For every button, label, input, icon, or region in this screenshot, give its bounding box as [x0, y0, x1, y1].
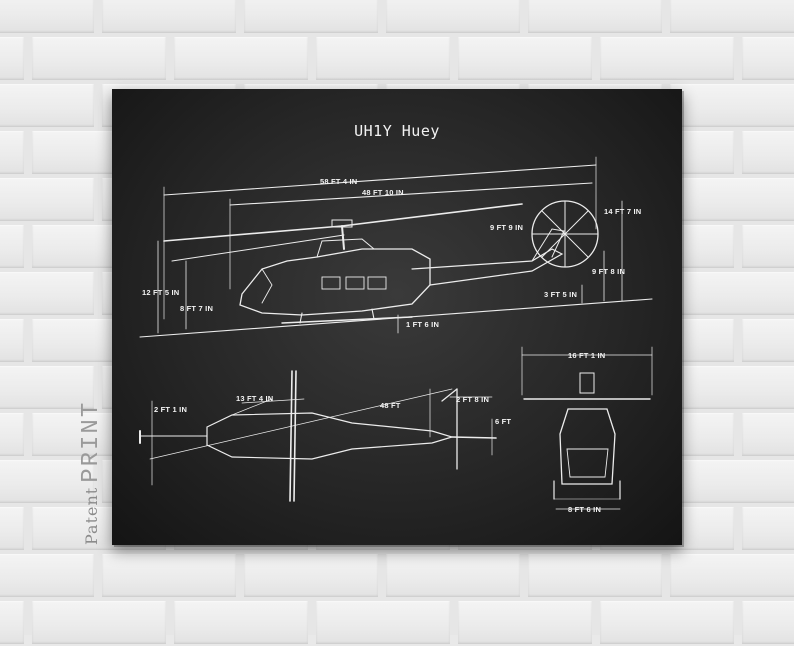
- dim-tail-rotor: 9 FT 9 IN: [490, 223, 524, 232]
- brick: [742, 225, 794, 268]
- brick: [670, 178, 794, 221]
- dim-tail-height: 9 FT 8 IN: [592, 267, 626, 276]
- brick: [174, 37, 308, 80]
- brick: [670, 460, 794, 503]
- brick: [670, 272, 794, 315]
- brick: [32, 601, 166, 644]
- brick: [0, 178, 94, 221]
- brick: [742, 131, 794, 174]
- dim-top-stabilizer: 6 FT: [495, 417, 512, 426]
- brick: [0, 460, 94, 503]
- brick-row: [0, 0, 794, 35]
- brick: [316, 601, 450, 644]
- brand-word-print: PRINT: [78, 400, 105, 483]
- brick: [742, 507, 794, 550]
- brick: [600, 37, 734, 80]
- brick: [0, 413, 24, 456]
- dim-front-rotor-width: 16 FT 1 IN: [568, 351, 606, 360]
- tail-boom: [411, 248, 564, 286]
- poster-title: UH1Y Huey: [354, 122, 440, 140]
- brick-row: [0, 599, 794, 646]
- overall-length-line: [163, 164, 597, 196]
- brand-logo: Patent PRINT: [78, 401, 105, 545]
- skid-side: [281, 316, 413, 324]
- brick: [670, 554, 794, 597]
- brick: [670, 84, 794, 127]
- fuselage-length-line: [229, 182, 593, 206]
- brick: [528, 554, 662, 597]
- brick: [458, 37, 592, 80]
- rotor-top: [289, 370, 293, 502]
- brick: [600, 601, 734, 644]
- dim-ground-clearance: 1 FT 6 IN: [406, 320, 440, 329]
- brick: [0, 0, 94, 33]
- brick-row: [0, 552, 794, 599]
- brick: [0, 225, 24, 268]
- dim-top-rotor-span: 13 FT 4 IN: [236, 394, 274, 403]
- brick-row: [0, 35, 794, 82]
- dim-top-tail-offset: 2 FT 8 IN: [456, 395, 490, 404]
- brick: [742, 413, 794, 456]
- brick: [0, 272, 94, 315]
- blueprint-poster: UH1Y Huey 58 FT 4 IN 48 FT 10 IN 9 FT 9 …: [112, 89, 682, 545]
- brick: [0, 319, 24, 362]
- brick: [670, 0, 794, 33]
- dim-rear-height: 3 FT 5 IN: [544, 290, 578, 299]
- brick: [0, 131, 24, 174]
- blueprint-drawing: [139, 156, 653, 510]
- brick: [0, 37, 24, 80]
- dim-hub-height: 12 FT 5 IN: [142, 288, 180, 297]
- brick: [174, 601, 308, 644]
- fuselage-top: [206, 412, 455, 460]
- brick: [386, 0, 520, 33]
- dim-total-height: 14 FT 7 IN: [604, 207, 642, 216]
- brick: [102, 0, 236, 33]
- fuselage-side: [239, 248, 431, 316]
- brick: [0, 84, 94, 127]
- brick: [670, 366, 794, 409]
- brick: [0, 601, 24, 644]
- brick: [244, 554, 378, 597]
- dim-front-skid-width: 8 FT 6 IN: [568, 505, 602, 514]
- brick: [244, 0, 378, 33]
- brick: [742, 37, 794, 80]
- dim-top-width: 2 FT 1 IN: [154, 405, 188, 414]
- brick: [316, 37, 450, 80]
- brick: [386, 554, 520, 597]
- rotor-blade-left: [163, 225, 343, 242]
- brick: [458, 601, 592, 644]
- brick: [0, 554, 94, 597]
- brick: [742, 601, 794, 644]
- dim-top-length: 48 FT: [380, 401, 401, 410]
- brick: [742, 319, 794, 362]
- brick: [32, 37, 166, 80]
- brick: [102, 554, 236, 597]
- fuselage-front: [559, 408, 616, 485]
- brand-word-patent: Patent: [82, 486, 101, 545]
- dim-fuselage-length: 48 FT 10 IN: [362, 188, 404, 197]
- dim-overall-length: 58 FT 4 IN: [320, 177, 358, 186]
- rotor-blade-right: [341, 203, 523, 227]
- brick: [528, 0, 662, 33]
- brick: [0, 507, 24, 550]
- brick: [0, 366, 94, 409]
- dim-cabin-height: 8 FT 7 IN: [180, 304, 214, 313]
